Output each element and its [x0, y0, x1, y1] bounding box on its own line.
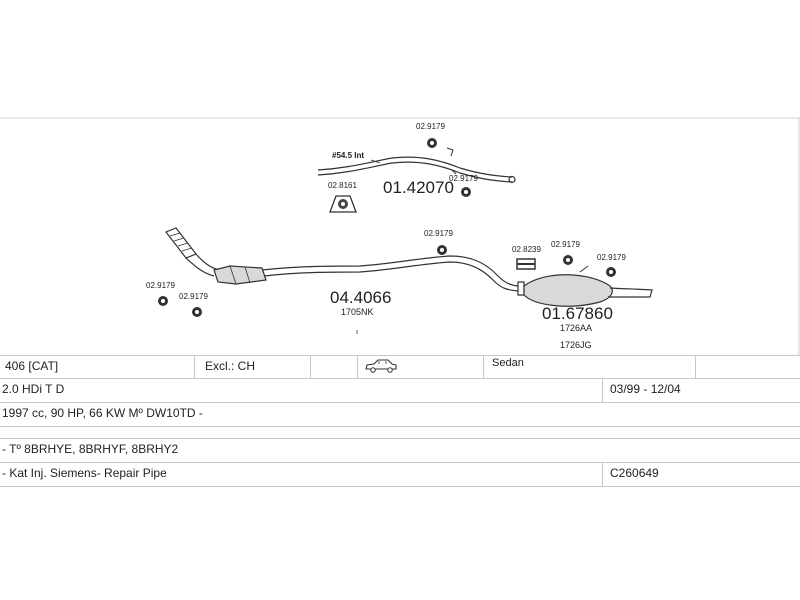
exhaust-clamp-icon	[516, 258, 536, 270]
rubber-hanger-icon	[461, 187, 471, 197]
rubber-hanger-icon	[606, 267, 616, 277]
rubber-hanger-icon	[437, 245, 447, 255]
note-cell: - Kat Inj. Siemens- Repair Pipe	[2, 466, 167, 480]
fitting-label-front-2: 02.9179	[179, 292, 208, 301]
fitting-label-tailpipe-top: 02.9179	[416, 122, 445, 131]
rubber-hanger-icon	[427, 138, 437, 148]
fitting-label-mount: 02.8161	[328, 181, 357, 190]
code-cell: C260649	[610, 466, 659, 480]
fitting-label-front-1: 02.9179	[146, 281, 175, 290]
part-number-tailpipe: 01.42070	[383, 178, 454, 197]
rubber-hanger-icon	[563, 255, 573, 265]
rubber-hanger-icon	[192, 307, 202, 317]
rubber-hanger-icon	[158, 296, 168, 306]
body-type-cell: Sedan	[492, 357, 524, 369]
mounting-bracket-icon	[329, 195, 357, 213]
part-ref-rear-1: 1726AA	[560, 323, 592, 333]
fitting-label-rear-2: 02.9179	[597, 253, 626, 262]
tailpipe-note: #54.5 Int	[332, 151, 364, 160]
type-codes-cell: - Tº 8BRHYE, 8BRHYF, 8BRHY2	[2, 442, 179, 456]
rear-silencer-part	[517, 265, 653, 307]
tailpipe-part	[317, 147, 516, 184]
part-ref-middle: 1705NK	[341, 307, 374, 317]
part-number-rear: 01.67860	[542, 304, 613, 323]
years-cell: 03/99 - 12/04	[610, 382, 681, 396]
fitting-label-tailpipe-right: 02.9179	[449, 174, 478, 183]
exclusion-cell: Excl.: CH	[205, 359, 256, 373]
fitting-label-clamp: 02.8239	[512, 245, 541, 254]
sedan-car-icon	[364, 358, 398, 374]
fitting-label-middle: 02.9179	[424, 229, 453, 238]
part-number-middle: 04.4066	[330, 288, 391, 307]
part-ref-rear-2: 1726JG	[560, 340, 592, 350]
spec-cell: 1997 cc, 90 HP, 66 KW Mº DW10TD -	[2, 406, 203, 420]
model-cell: 406 [CAT]	[5, 359, 59, 373]
front-pipe-part	[165, 227, 519, 292]
engine-cell: 2.0 HDi T D	[2, 382, 65, 396]
fitting-label-rear-1: 02.9179	[551, 240, 580, 249]
